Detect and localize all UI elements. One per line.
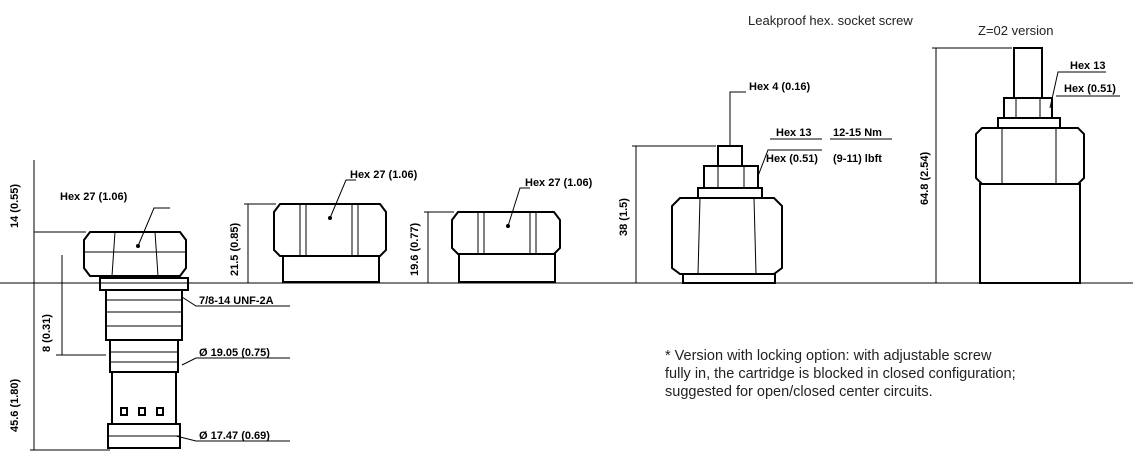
cap2-hex [451,211,561,255]
adjust-torque-nm-label: 12-15 Nm [833,127,882,139]
cap1-skirt [282,255,380,283]
cap2-hex-label: Hex 27 (1.06) [525,177,593,189]
z02-hex-in-label: Hex (0.51) [1064,83,1116,95]
caption-z02: Z=02 version [978,23,1054,38]
cartridge-seat [99,277,189,291]
locking-option-note: * Version with locking option: with adju… [665,347,1065,401]
adjust-hex-top-label: Hex 4 (0.16) [749,81,810,93]
z02-height-label: 64.8 (2.54) [919,151,931,205]
cartridge-dim-small: 8 (0.31) [41,314,53,352]
note-line-2: fully in, the cartridge is blocked in cl… [665,366,1016,382]
cap2-drawing [424,187,561,283]
note-line-3: suggested for open/closed center circuit… [665,384,933,400]
z02-drawing [932,47,1120,284]
caption-leakproof: Leakproof hex. socket screw [748,13,913,28]
adjust-torque-lbft-label: (9-11) lbft [833,153,882,165]
cartridge-thread-label: 7/8-14 UNF-2A [199,295,274,307]
cap2-height-label: 19.6 (0.77) [409,222,421,276]
adjust-hex13 [703,165,759,189]
z02-hex13-label: Hex 13 [1070,60,1105,72]
cap1-hex [273,203,387,257]
z02-hex13 [1003,97,1053,119]
adjust-collar [697,187,763,199]
cartridge-hex-nut [83,231,187,277]
cartridge-hex-label: Hex 27 (1.06) [60,191,128,203]
cartridge-thread [105,289,183,341]
adjust-skirt [682,273,776,284]
cartridge-dia2-label: Ø 17.47 (0.69) [199,430,270,442]
z02-collar [997,117,1061,129]
cartridge-dim-top: 14 (0.55) [9,184,21,228]
cap2-skirt [458,253,556,283]
cartridge-drawing [30,160,290,451]
adjust-socket-screw [717,145,743,167]
cartridge-tip [111,371,177,425]
z02-stem [1013,47,1043,99]
z02-hex27 [975,127,1085,185]
cartridge-dia1-label: Ø 19.05 (0.75) [199,347,270,359]
cap1-height-label: 21.5 (0.85) [229,222,241,276]
note-line-1: * Version with locking option: with adju… [665,348,992,364]
adjust-hex27 [671,197,783,275]
cap1-drawing [244,179,387,283]
adjust-height-label: 38 (1.5) [618,198,630,236]
adjustable-drawing [632,91,892,284]
cartridge-dim-body: 45.6 (1.80) [9,378,21,432]
z02-body [979,183,1081,284]
adjust-hex13-label: Hex 13 [776,127,811,139]
cap1-hex-label: Hex 27 (1.06) [350,169,418,181]
adjust-hex-in-label: Hex (0.51) [766,153,818,165]
cartridge-spool-section [109,339,179,373]
